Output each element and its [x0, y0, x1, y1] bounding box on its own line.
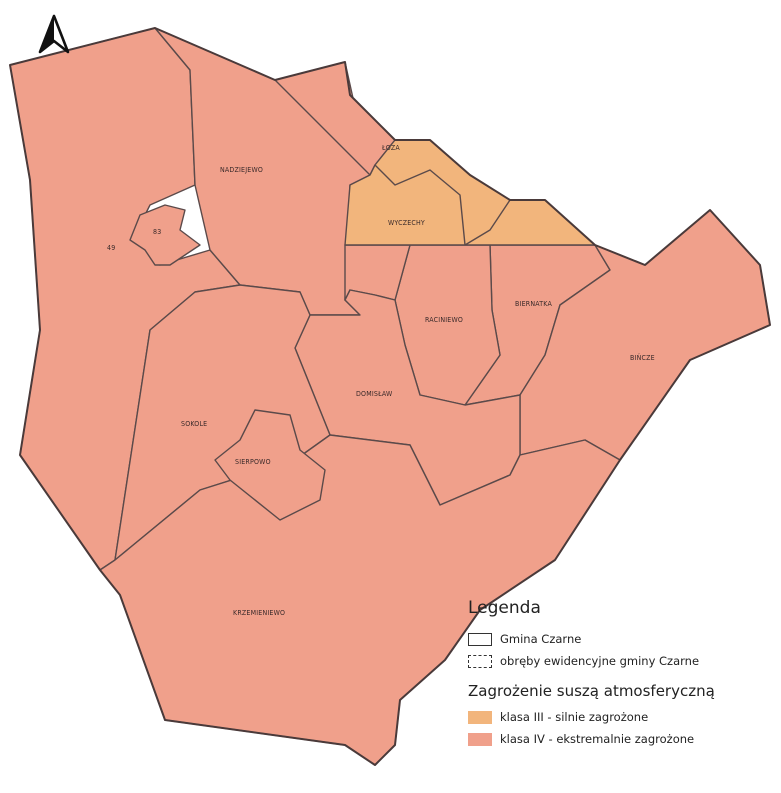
label-wyczechy: WYCZECHY: [388, 219, 425, 227]
klasa-iv-swatch: [468, 732, 492, 746]
klasa-iii-swatch: [468, 710, 492, 724]
label-loza: ŁOZA: [381, 144, 400, 152]
label-sokole: SOKOLE: [181, 420, 207, 428]
boundary-loza: [374, 164, 466, 246]
legend-row-gmina: Gmina Czarne: [468, 628, 768, 650]
legend-subtitle: Zagrożenie suszą atmosferyczną: [468, 682, 715, 700]
label-bińcze: BIŃCZE: [630, 353, 655, 362]
legend-label-klasa-iv: klasa IV - ekstremalnie zagrożone: [500, 732, 695, 746]
legend-label-klasa-iii: klasa III - silnie zagrożone: [500, 710, 649, 724]
region-enclave: [129, 204, 201, 266]
label-domisław: DOMISŁAW: [356, 390, 393, 398]
legend-row-obreby: obręby ewidencyjne gminy Czarne: [468, 650, 768, 672]
label-krzemieniewo: KRZEMIENIEWO: [233, 609, 285, 617]
legend-row-klasa-iv: klasa IV - ekstremalnie zagrożone: [468, 728, 768, 750]
dashed-outline-swatch: [468, 654, 492, 668]
legend-label-gmina: Gmina Czarne: [500, 632, 582, 646]
label-raciniewo: RACINIEWO: [425, 316, 463, 324]
solid-outline-swatch: [468, 632, 492, 646]
north-arrow-icon: [38, 14, 70, 54]
legend-title: Legenda: [468, 598, 541, 618]
label-enclave-a: 49: [107, 244, 115, 252]
boundary-wyczechy-east: [464, 199, 511, 246]
region-sierpowo: [214, 409, 326, 521]
region-wyczechy: [344, 139, 596, 246]
label-biernatka: BIERNATKA: [515, 300, 552, 308]
legend-label-obreby: obręby ewidencyjne gminy Czarne: [500, 654, 700, 668]
label-nadziejewo: NADZIEJEWO: [220, 166, 263, 174]
label-sierpowo: SIERPOWO: [235, 458, 271, 466]
gmina-outline: [9, 27, 771, 766]
map-legend: Legenda Gmina Czarne obręby ewidencyjne …: [468, 598, 768, 750]
label-enclave-b: 83: [153, 228, 161, 236]
legend-row-klasa-iii: klasa III - silnie zagrożone: [468, 706, 768, 728]
